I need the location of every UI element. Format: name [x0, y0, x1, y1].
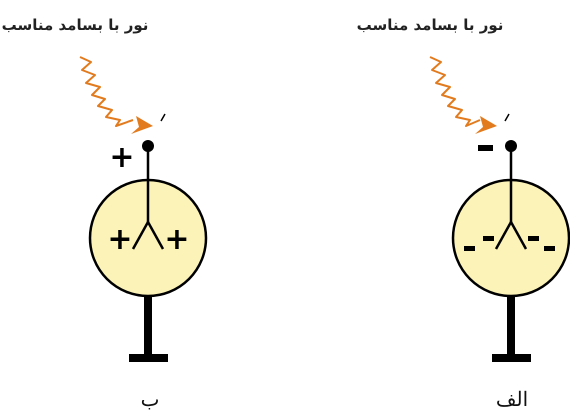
leaf-left-b	[146, 221, 165, 250]
light-wave-right	[429, 56, 497, 134]
impact-tick-left	[160, 113, 166, 122]
stand-base-left	[129, 354, 168, 362]
stand-rod-left	[144, 296, 152, 356]
electroscope-charge-right-bar-2	[483, 236, 494, 241]
terminal-charge-left: +	[109, 140, 134, 175]
terminal-charge-right-bar	[478, 145, 493, 151]
leaf-left-a	[131, 221, 150, 250]
light-label-left: نور با بسامد مناسب	[2, 16, 149, 34]
electroscope-right: - - - - -	[451, 140, 570, 362]
light-wave-left	[79, 56, 153, 134]
panel-label-right: الف	[496, 387, 528, 411]
light-label-right: نور با بسامد مناسب	[357, 16, 504, 34]
light-wave-right-path	[429, 56, 481, 127]
panel-right: نور با بسامد مناسب - - - - -	[357, 16, 570, 411]
light-wave-left-path	[79, 56, 134, 127]
electroscope-charge-right-bar-3	[528, 236, 539, 241]
electroscope-charge-right-bar-1	[464, 246, 475, 251]
impact-tick-right	[504, 113, 510, 122]
light-arrowhead-right	[475, 116, 497, 134]
electroscope-left: + + +	[88, 140, 208, 362]
panel-left: نور با بسامد مناسب + + + ب	[2, 16, 208, 411]
electroscope-charge-left-1: +	[107, 222, 132, 257]
light-arrowhead-left	[131, 116, 153, 134]
leaf-right-b	[509, 221, 528, 250]
panel-label-left: ب	[141, 387, 160, 411]
stand-base-right	[492, 354, 531, 362]
stand-rod-right	[507, 296, 515, 356]
electroscope-charge-left-2: +	[164, 222, 189, 257]
leaf-right-a	[494, 221, 513, 250]
electroscope-charge-right-bar-4	[544, 246, 555, 251]
